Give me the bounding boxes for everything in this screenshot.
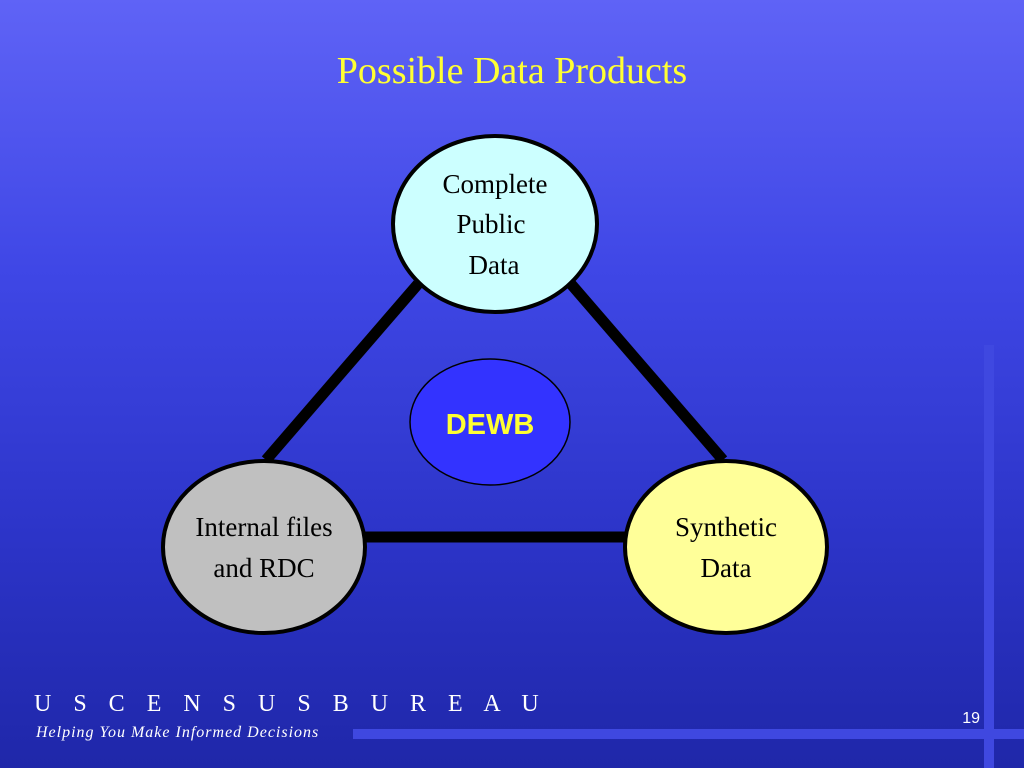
page-number: 19 xyxy=(962,710,980,727)
slide-title: Possible Data Products xyxy=(336,50,688,92)
node-internal-files-rdc-line-1: Internal files xyxy=(195,512,332,542)
node-internal-files-rdc-line-2: and RDC xyxy=(213,553,314,583)
node-dewb-label: DEWB xyxy=(446,409,535,441)
node-synthetic-data-line-1: Synthetic xyxy=(675,512,777,542)
census-bureau-logo-text: U S C E N S U S B U R E A U xyxy=(34,691,547,717)
decorative-horizontal-bar xyxy=(353,729,1024,739)
node-synthetic-data: Synthetic Data xyxy=(623,459,829,635)
node-synthetic-data-line-2: Data xyxy=(701,553,752,583)
node-complete-public-data-line-2: Public xyxy=(456,209,525,239)
edge-public-to-internal xyxy=(261,280,423,464)
census-bureau-tagline: Helping You Make Informed Decisions xyxy=(36,724,320,741)
node-dewb: DEWB xyxy=(409,358,571,486)
node-complete-public-data-line-3: Data xyxy=(469,250,520,280)
node-complete-public-data-line-1: Complete xyxy=(443,169,548,199)
node-complete-public-data: Complete Public Data xyxy=(391,134,599,314)
decorative-vertical-bar xyxy=(984,345,994,768)
edge-public-to-synthetic xyxy=(566,280,728,464)
node-internal-files-rdc: Internal files and RDC xyxy=(161,459,367,635)
